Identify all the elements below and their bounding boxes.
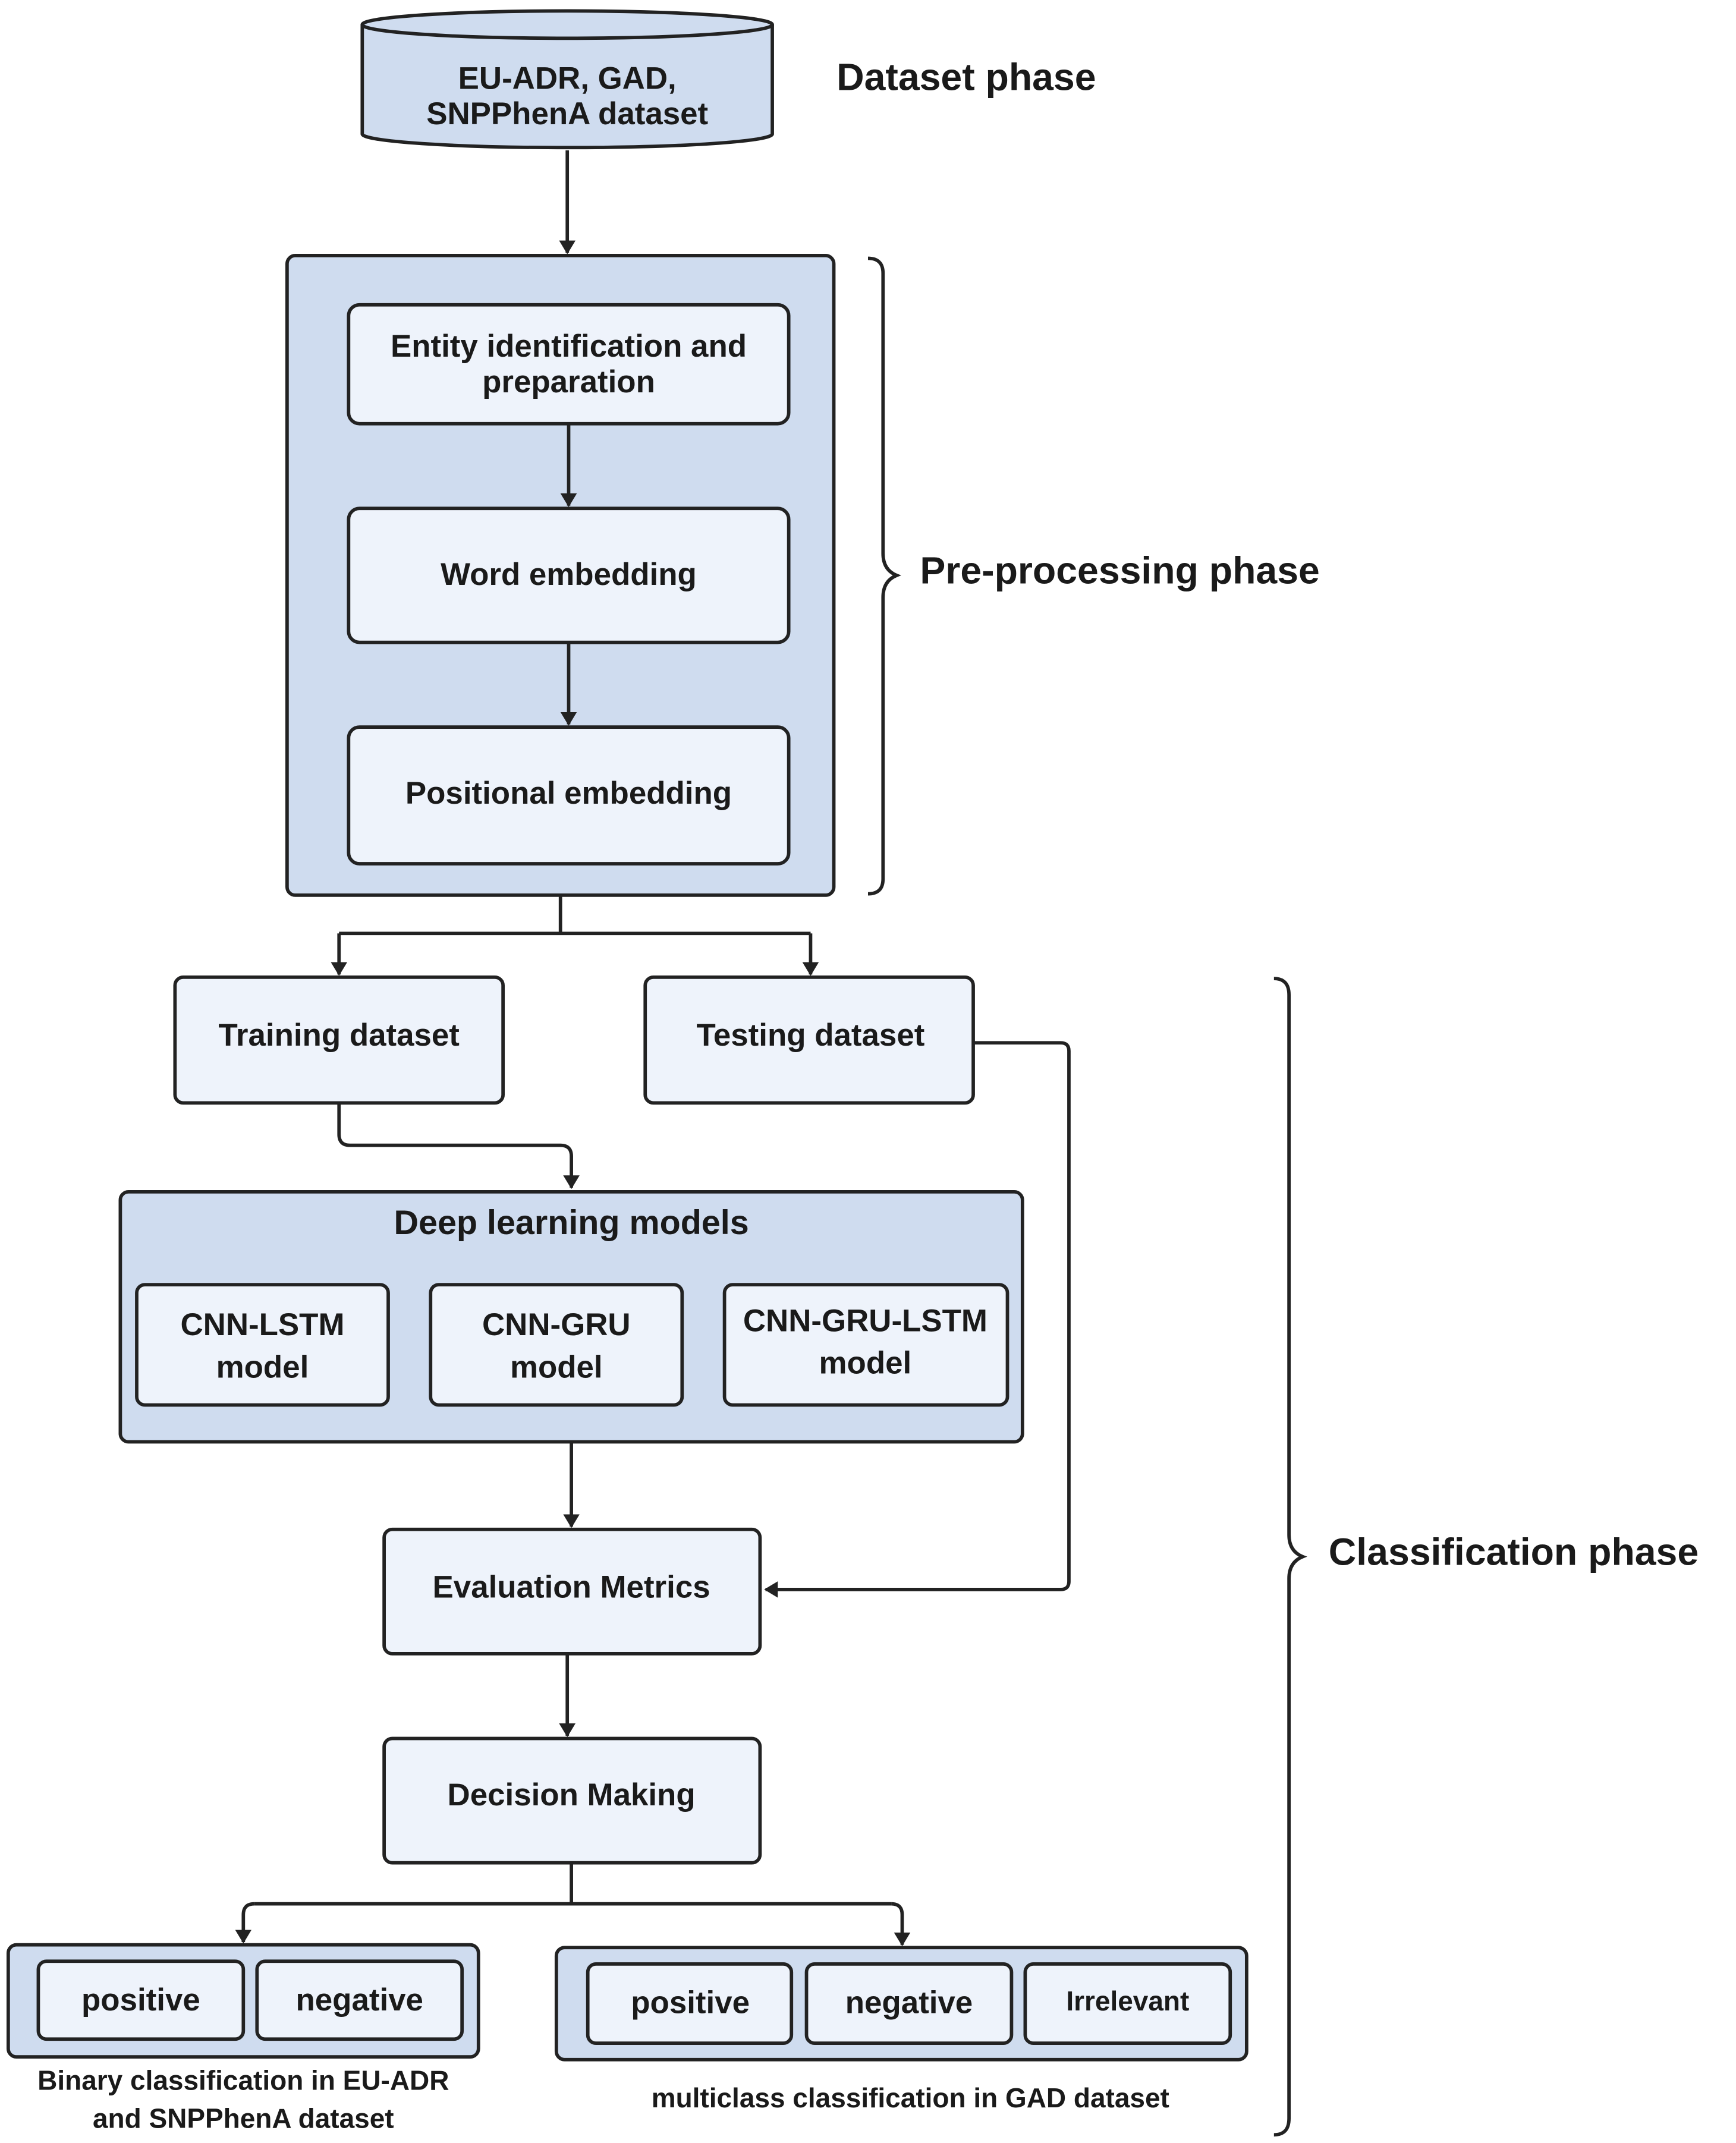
split-connector [339,895,811,936]
multi-negative-label: negative [845,1985,973,2021]
binary-negative-box [255,1959,464,2041]
models-title: Deep learning models [394,1204,749,1242]
model-line1: CNN-GRU-LSTM [743,1303,987,1338]
multi-negative-box [804,1962,1014,2046]
binary-caption-line2: and SNPPhenA dataset [93,2103,394,2134]
cnn-gru-box [429,1283,684,1407]
model-line1: CNN-GRU [482,1307,631,1342]
positional-embedding-label: Positional embedding [405,776,732,811]
cnn-gru-lstm-box [722,1283,1009,1407]
model-line2: model [216,1350,309,1385]
model-line1: CNN-LSTM [180,1307,344,1342]
training-dataset-label: Training dataset [219,1018,460,1053]
arrow-training-to-models [337,1103,580,1189]
evaluation-label: Evaluation Metrics [433,1570,710,1605]
multi-irrelevant-box [1023,1962,1232,2046]
dataset-cylinder: EU-ADR, GAD, SNPPhenA dataset [360,9,774,150]
evaluation-metrics-box [382,1527,762,1656]
classification-brace [1273,977,1307,2137]
dataset-line1: EU-ADR, GAD, [458,61,677,96]
cnn-lstm-box [135,1283,390,1407]
binary-negative-label: negative [295,1982,423,2018]
multi-positive-label: positive [631,1985,750,2021]
arrow-testing-to-evaluation [764,1041,1071,1598]
arrow-to-multiclass [891,1902,911,1946]
binary-positive-box [36,1959,246,2041]
testing-dataset-label: Testing dataset [697,1018,925,1053]
arrow-to-binary [235,1902,254,1944]
entity-line2: preparation [482,364,655,399]
decision-label: Decision Making [448,1777,696,1812]
model-line2: model [510,1350,603,1385]
model-line2: model [819,1346,912,1381]
multi-positive-box [586,1962,794,2046]
multi-irrelevant-label: Irrelevant [1066,1985,1189,2016]
binary-positive-label: positive [81,1982,200,2018]
decision-split-connector [254,1862,892,1906]
preprocessing-phase-label: Pre-processing phase [920,549,1319,592]
word-embedding-label: Word embedding [441,557,697,592]
classification-phase-label: Classification phase [1329,1530,1699,1573]
binary-caption-line1: Binary classification in EU-ADR [37,2065,449,2095]
preprocessing-brace [867,256,902,896]
testing-dataset-box [643,975,975,1105]
dataset-phase-label: Dataset phase [836,56,1096,99]
multiclass-caption: multiclass classification in GAD dataset [652,2082,1169,2113]
dataset-line2: SNPPhenA dataset [426,96,708,131]
positional-embedding-box [347,725,791,866]
entity-line1: Entity identification and [391,329,747,364]
